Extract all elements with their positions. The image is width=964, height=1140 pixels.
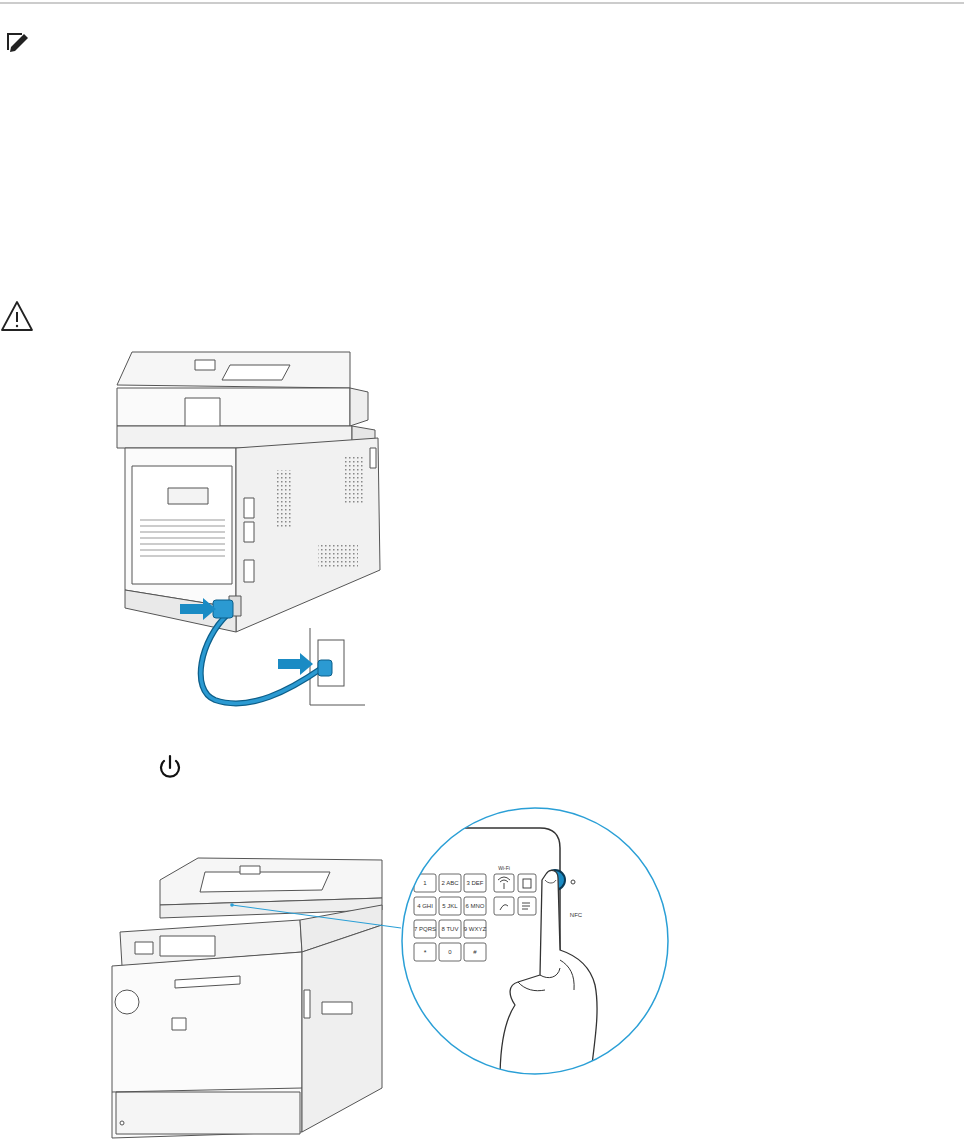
label-holder: NFC [566, 910, 586, 919]
key-label: 6 MNO [465, 903, 484, 909]
power-symbol [161, 756, 179, 777]
warning-icon [2, 302, 32, 330]
key-label: 3 DEF [466, 880, 483, 886]
header-rule [0, 3, 964, 4]
key-label: 9 WXYZ [464, 926, 486, 932]
label-holder: 6 MNO [464, 897, 486, 915]
panel-label: Wi-Fi [498, 866, 510, 871]
label-holder: 4 GHI [414, 897, 436, 915]
panel-label: NFC [570, 912, 582, 918]
key-label: 7 PQRS [414, 926, 436, 932]
key-label: # [473, 949, 476, 955]
label-holder: 2 ABC [439, 874, 461, 892]
label-holder: 1 [414, 874, 436, 892]
label-holder: 3 DEF [464, 874, 486, 892]
label-holder: 0 [439, 943, 461, 961]
key-label: 5 JKL [442, 903, 457, 909]
note-icon [8, 34, 28, 52]
leader-line [232, 905, 401, 928]
magnifier-ring [402, 808, 668, 1074]
label-holder: 9 WXYZ [463, 920, 487, 938]
label-holder: # [464, 943, 486, 961]
label-holder: 8 TUV [439, 920, 461, 938]
key-label: 8 TUV [442, 926, 459, 932]
label-holder: Wi-Fi [492, 864, 516, 873]
label-holder: 7 PQRS [413, 920, 437, 938]
key-label: 1 [423, 880, 426, 886]
key-label: * [424, 949, 427, 956]
magnified-panel [400, 806, 672, 1080]
printer-rear-view [117, 352, 380, 632]
power-cable [180, 598, 365, 705]
key-label: 0 [448, 949, 451, 955]
printer-front-view [112, 858, 382, 1138]
key-label: 2 ABC [441, 880, 458, 886]
label-holder: * [414, 943, 436, 961]
key-label: 4 GHI [417, 903, 433, 909]
label-holder: 5 JKL [439, 897, 461, 915]
leader-dot [230, 903, 234, 907]
